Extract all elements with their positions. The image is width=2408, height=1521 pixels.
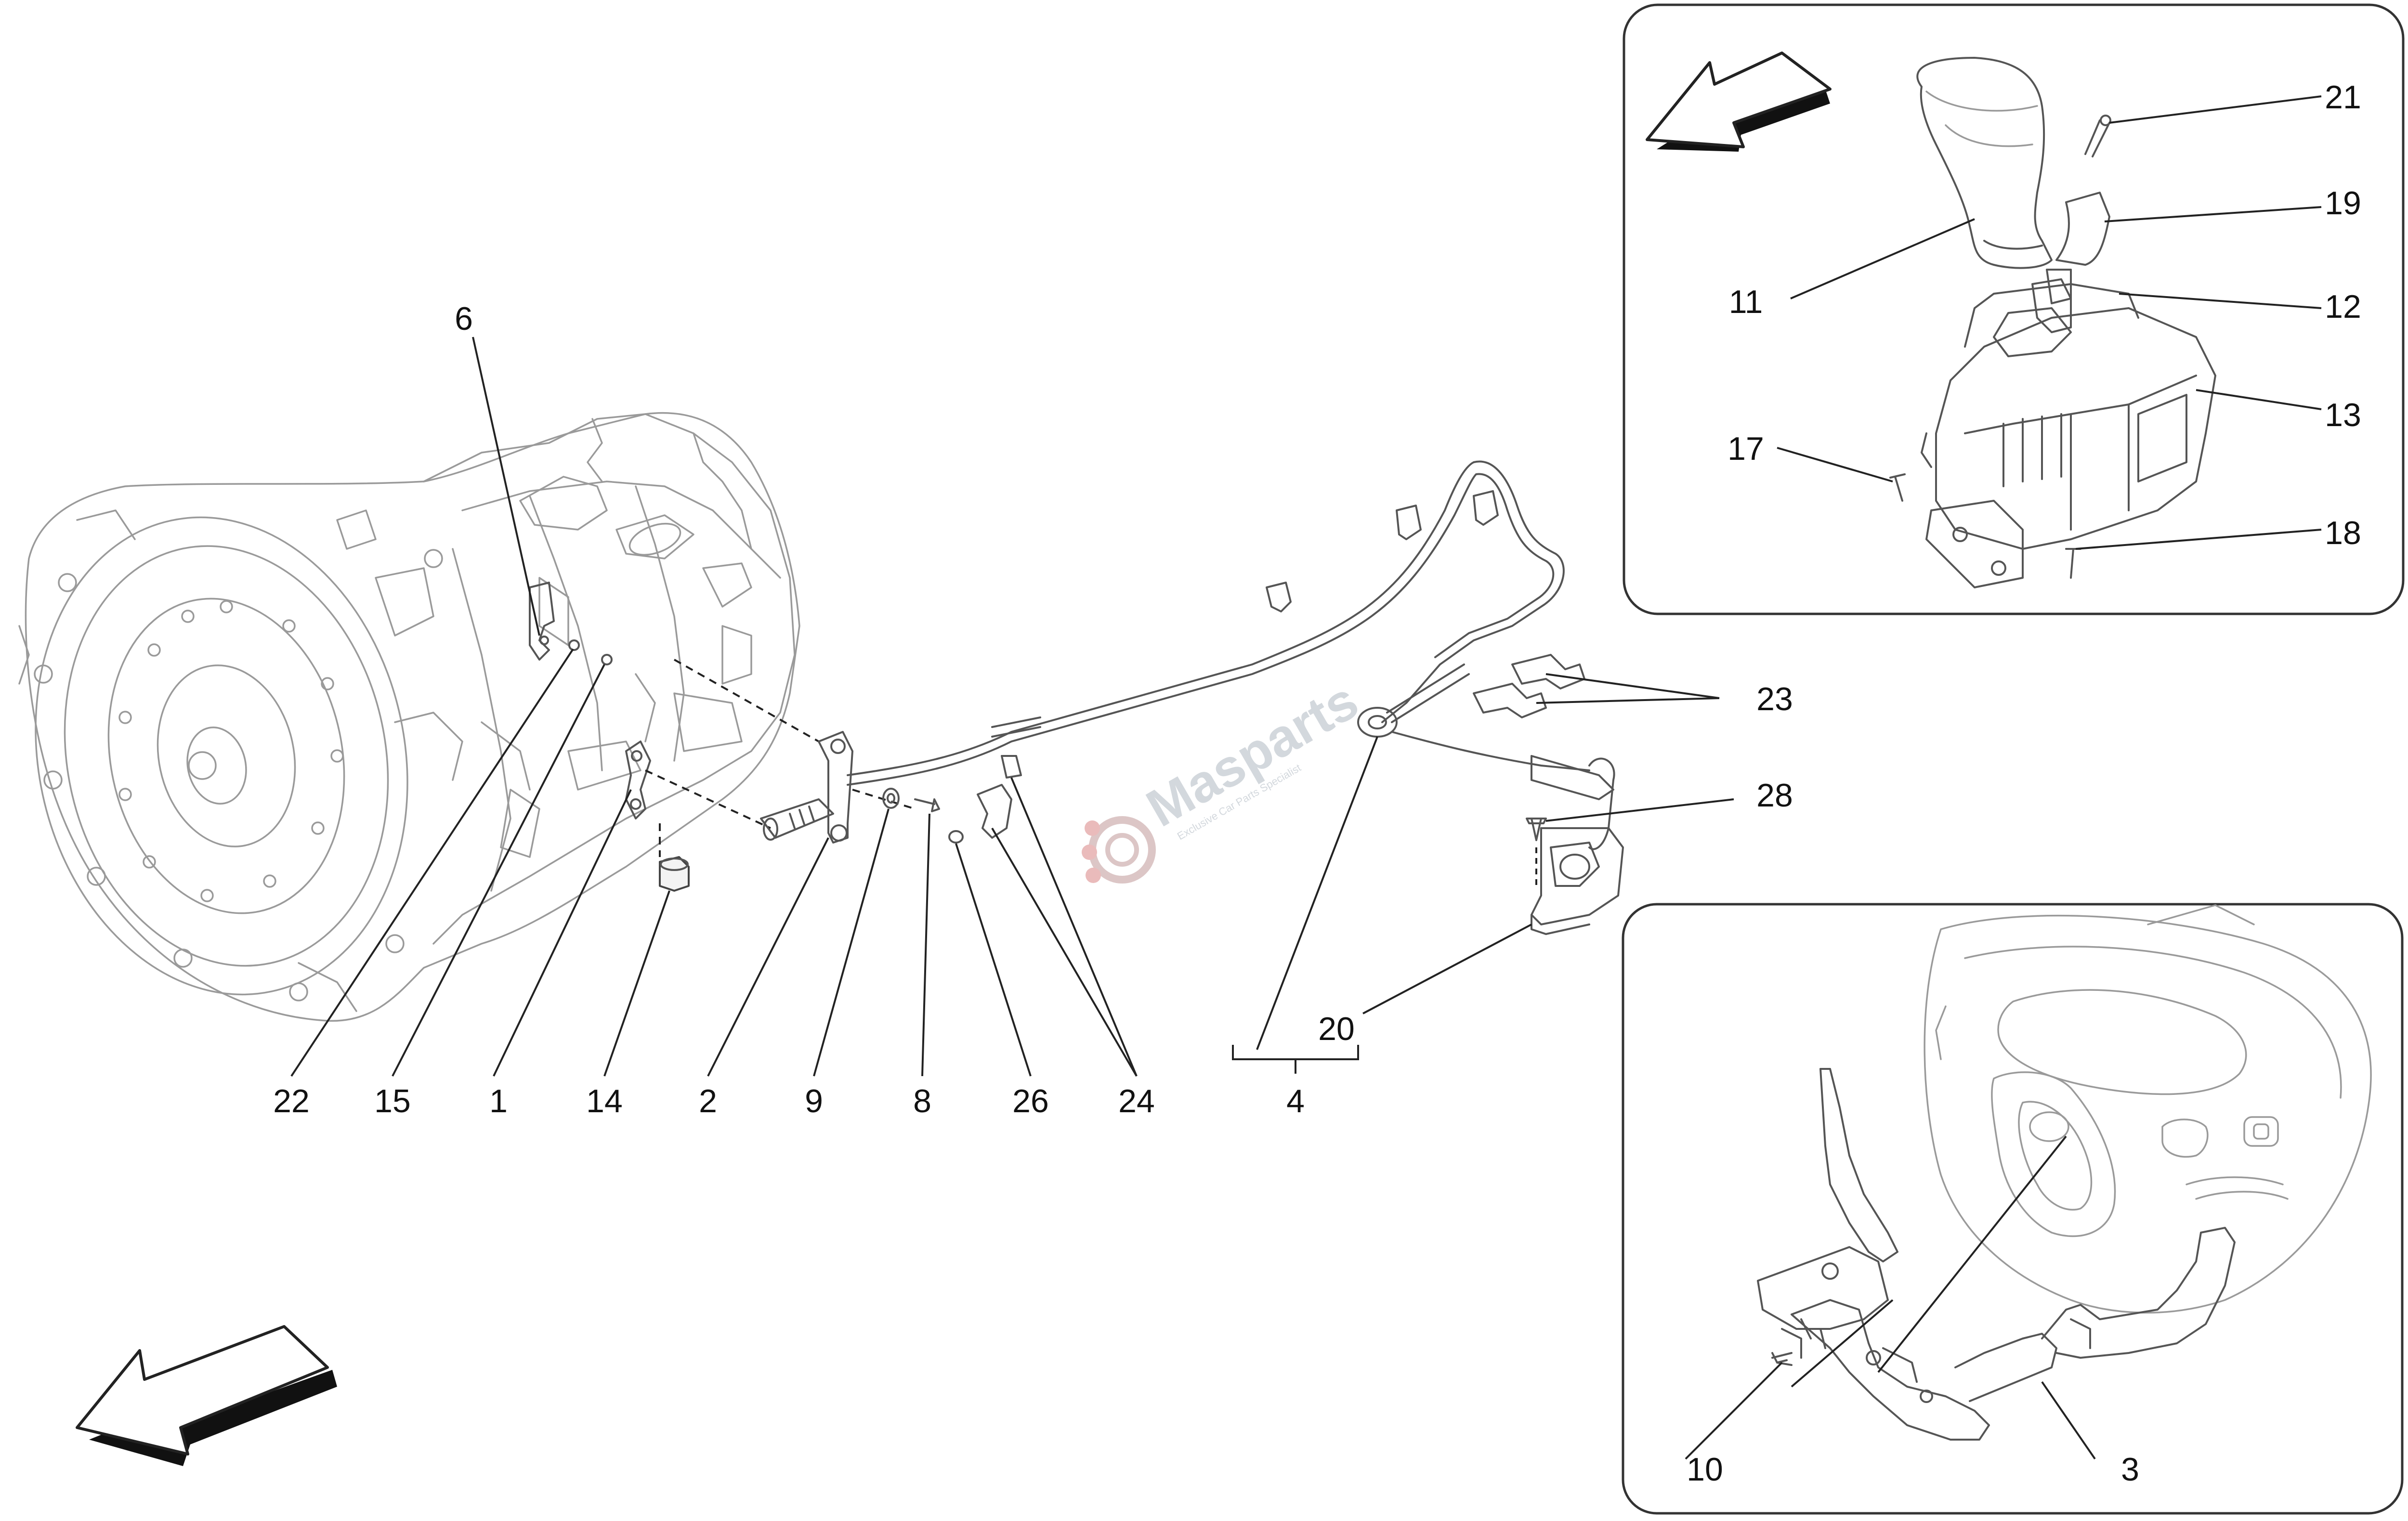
- assembly-guides: [645, 659, 916, 857]
- screw-part-8: [914, 798, 940, 812]
- callout-1: 1: [489, 1083, 508, 1119]
- pin-part-21: [2084, 115, 2111, 157]
- callout-10: 10: [1687, 1451, 1723, 1488]
- callout-4: 4: [1286, 1083, 1305, 1119]
- selector-unit-part-13: [1921, 269, 2216, 588]
- main-callouts: 6 22 15 1 14 2 9 8 26 24 20 4 23 28: [273, 300, 1793, 1119]
- callout-19: 19: [2325, 185, 2361, 221]
- nut-part-26: [948, 830, 964, 844]
- callout-3: 3: [2121, 1451, 2139, 1488]
- cover-part-19: [2055, 192, 2110, 266]
- direction-arrow-inset-top: [1646, 52, 1832, 152]
- callout-28: 28: [1756, 777, 1793, 814]
- callout-6: 6: [455, 300, 473, 337]
- callout-12: 12: [2325, 288, 2361, 325]
- callout-23: 23: [1756, 681, 1793, 717]
- watermark-logo: [1082, 816, 1156, 884]
- callout-21: 21: [2325, 79, 2361, 116]
- fitting-part-23: [1473, 654, 1585, 718]
- shift-cable-part-4: [847, 460, 1590, 786]
- selector-lever-part-1: [625, 741, 651, 819]
- callout-15: 15: [374, 1083, 411, 1119]
- screw-part-17: [1889, 473, 1906, 502]
- transmission-assembly: [18, 412, 800, 1022]
- paddle-bracket-part-3: [1757, 1068, 2236, 1441]
- callout-22: 22: [273, 1083, 310, 1119]
- callout-24: 24: [1118, 1083, 1155, 1119]
- washer-part-9: [882, 788, 900, 809]
- steering-wheel: [1924, 904, 2372, 1314]
- callout-14: 14: [586, 1083, 623, 1119]
- callout-11: 11: [1729, 284, 1763, 320]
- gear-knob-part-11: [1916, 57, 2053, 269]
- clip-part-24: [977, 755, 1022, 839]
- inset-gear-selector: 21 19 11 12 13 17 18: [1623, 3, 2405, 615]
- inset-paddle-shifter: 10 3: [1622, 903, 2404, 1515]
- leader-lines-main: [290, 337, 1734, 1077]
- watermark: Masparts Exclusive Car Parts Specialist: [1082, 671, 1368, 884]
- callout-26: 26: [1012, 1083, 1049, 1119]
- screw-part-10: [1771, 1352, 1793, 1366]
- callout-2: 2: [699, 1083, 717, 1119]
- direction-arrow-main: [76, 1325, 337, 1466]
- bracket-part-20: [1531, 755, 1624, 935]
- callout-18: 18: [2325, 515, 2361, 551]
- lever-arm-part-2: [760, 731, 853, 844]
- callout-9: 9: [805, 1083, 823, 1119]
- callout-13: 13: [2325, 397, 2361, 433]
- callout-20: 20: [1318, 1011, 1355, 1047]
- callout-17: 17: [1727, 430, 1764, 467]
- bracket-part-6: [529, 582, 555, 661]
- bolt-part-15: [568, 639, 613, 665]
- screw-part-28: [1526, 818, 1547, 886]
- nut-part-14: [659, 856, 690, 892]
- callout-8: 8: [913, 1083, 931, 1119]
